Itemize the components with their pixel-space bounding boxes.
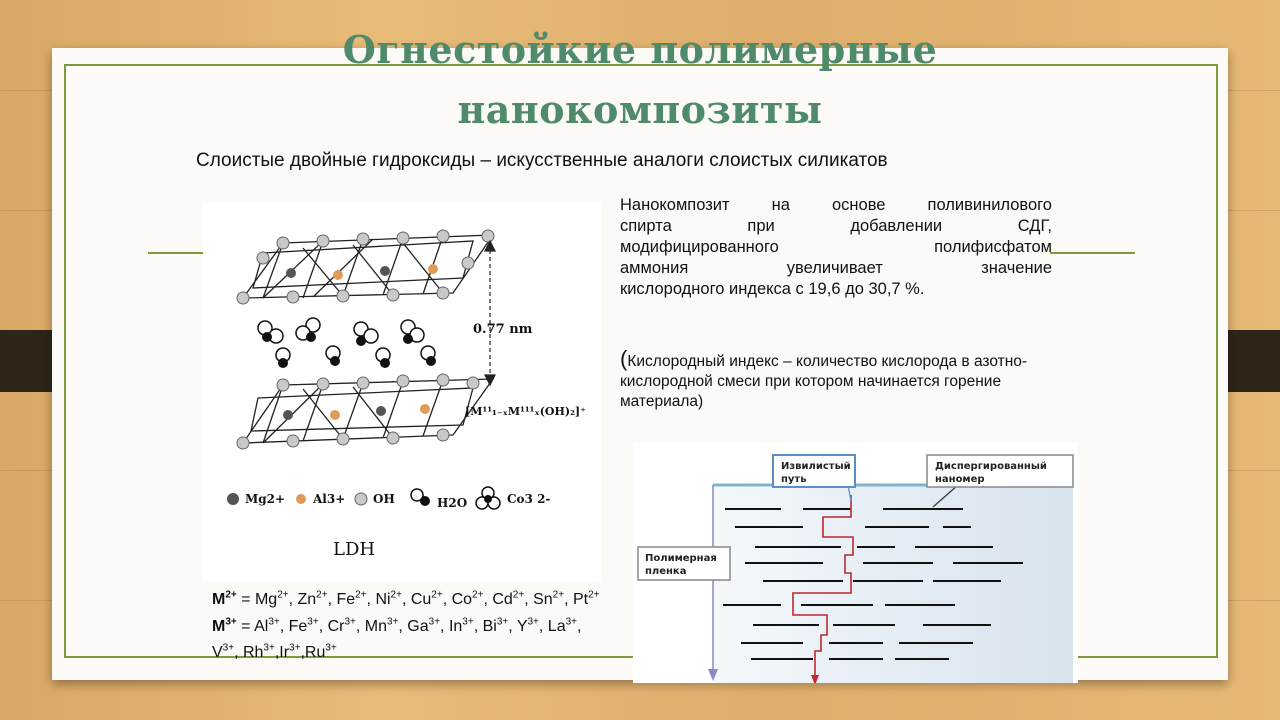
ldh-legend: Mg2+ Al3+ OH H2O Co3 2- [227, 486, 550, 510]
legend-al: Al3+ [312, 492, 345, 506]
tortuous-path-svg: Извилистый путь Диспергированный наномер… [637, 454, 1074, 683]
paragraph-line: модифицированного полифисфатом [620, 238, 1052, 256]
path-label-box [772, 454, 856, 488]
m3-list: = Al3+, Fe3+, Cr3+, Mn3+, Ga3+, In3+, Bi… [212, 616, 582, 661]
paragraph-line: аммония увеличивает значение [620, 259, 1052, 277]
tortuous-path-line [792, 495, 854, 679]
divider-right [1050, 252, 1135, 254]
polymer-film-area [713, 485, 1073, 683]
legend-oh: OH [373, 492, 395, 506]
slide-title: Огнестойкие полимерные нанокомпозиты [300, 20, 980, 140]
interlayer-molecules [257, 317, 436, 368]
nanomer-label-box [926, 454, 1074, 488]
upper-layer-lattice [241, 234, 495, 299]
m3-label: M [212, 617, 226, 635]
tortuous-path-diagram: Извилистый путь Диспергированный наномер… [633, 443, 1078, 683]
paragraph-line: кислородного индекса с 19,6 до 30,7 %. [620, 280, 925, 298]
path-arrowhead [811, 675, 819, 683]
legend-mg: Mg2+ [245, 492, 285, 506]
legend-h2o: H2O [437, 496, 467, 510]
m2-sup: 2+ [225, 590, 237, 601]
title-line-1: Огнестойкие полимерные [342, 27, 938, 72]
ldh-caption: LDH [333, 539, 375, 560]
nanomer-callout-pointer [932, 484, 959, 508]
ldh-formula-label: [M¹¹₁₋ₓM¹¹¹ₓ(OH)₂]⁺ [465, 405, 586, 418]
nanomer-platelets [723, 508, 1023, 660]
film-label-line2: пленка [645, 566, 686, 577]
oxygen-index-note: (Кислородный индекс – количество кислоро… [620, 346, 1060, 412]
nanomer-label-line2: наномер [935, 474, 985, 485]
path-label-line2: путь [781, 474, 807, 485]
note-text: Кислородный индекс – количество кислород… [620, 353, 1028, 410]
nanocomposite-paragraph: Нанокомпозит на основе поливинилового сп… [620, 195, 1052, 300]
distance-label: 0.77 nm [473, 322, 533, 337]
direct-arrowhead [708, 669, 718, 681]
note-paren: ( [620, 346, 628, 371]
title-line-2: нанокомпозиты [457, 87, 823, 132]
m2-ions-line: M2+ = Mg2+, Zn2+, Fe2+, Ni2+, Cu2+, Co2+… [212, 585, 612, 611]
distance-arrow [484, 239, 496, 387]
film-label-line1: Полимерная [645, 553, 717, 564]
legend-co3: Co3 2- [507, 492, 550, 506]
path-label-line1: Извилистый [781, 461, 851, 472]
lower-layer-atoms [236, 373, 480, 450]
nanomer-label-line1: Диспергированный [935, 461, 1047, 472]
ldh-structure-figure: 0.77 nm [M¹¹₁₋ₓM¹¹¹ₓ(OH)₂]⁺ Mg2+ Al3+ OH… [203, 203, 601, 581]
ldh-structure-svg: 0.77 nm [M¹¹₁₋ₓM¹¹¹ₓ(OH)₂]⁺ Mg2+ Al3+ OH… [227, 229, 586, 560]
metal-ions-formula: M2+ = Mg2+, Zn2+, Fe2+, Ni2+, Cu2+, Co2+… [212, 585, 612, 664]
m3-sup: 3+ [225, 616, 237, 628]
upper-layer-atoms [236, 229, 495, 305]
slide-subtitle: Слоистые двойные гидроксиды – искусствен… [196, 150, 888, 171]
m2-list: = Mg2+, Zn2+, Fe2+, Ni2+, Cu2+, Co2+, Cd… [236, 590, 600, 609]
divider-left [148, 252, 208, 254]
paragraph-line: Нанокомпозит на основе поливинилового [620, 196, 1052, 214]
paragraph-line: спирта при добавлении СДГ, [620, 217, 1052, 235]
m2-label: M [212, 591, 226, 609]
m3-ions-line: M3+ = Al3+, Fe3+, Cr3+, Mn3+, Ga3+, In3+… [212, 611, 612, 664]
film-label-box [637, 546, 731, 581]
